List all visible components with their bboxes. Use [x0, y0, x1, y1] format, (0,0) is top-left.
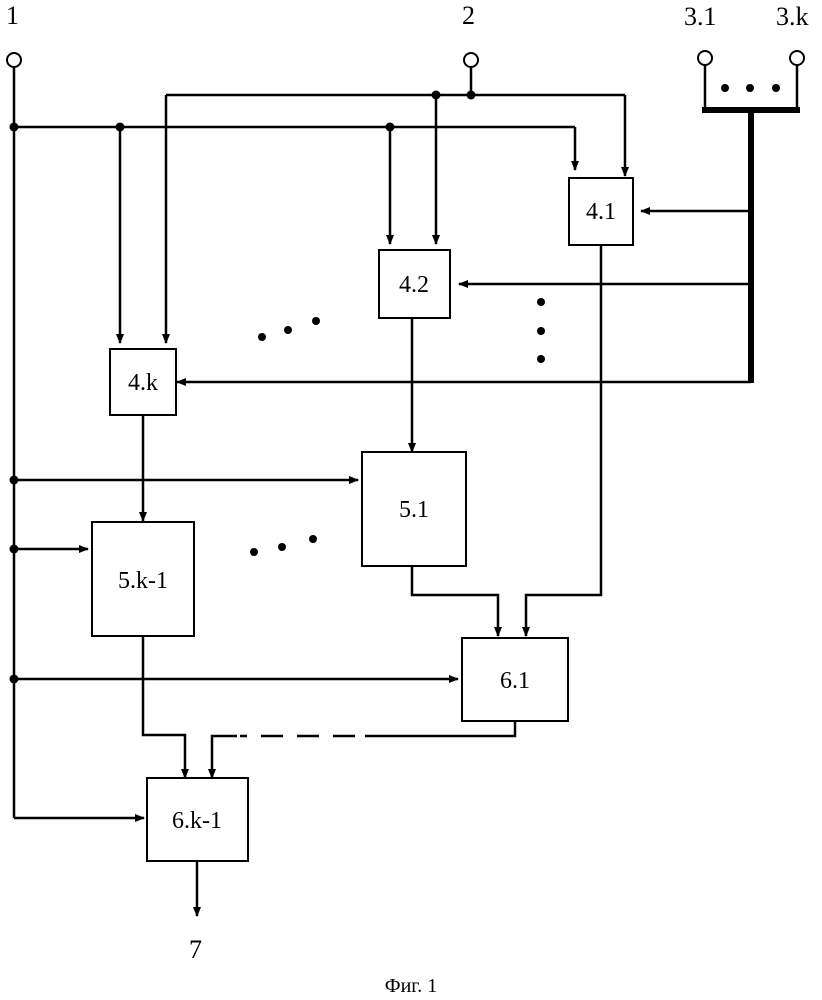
terminal-1 [7, 53, 21, 67]
terminal-2-label: 2 [462, 1, 475, 30]
terminal-2 [464, 53, 478, 67]
block-6-1-label: 6.1 [500, 668, 530, 694]
terminal-3-1 [698, 51, 712, 65]
output-7-label: 7 [189, 935, 202, 964]
terminal-3-k-label: 3.k [776, 2, 809, 31]
block-4-1-label: 4.1 [586, 199, 616, 225]
block-4-2-label: 4.2 [399, 272, 429, 298]
terminal-1-label: 1 [6, 1, 19, 30]
terminal-3-1-label: 3.1 [684, 2, 717, 31]
block-6-k-1-label: 6.k-1 [172, 808, 222, 834]
block-5-k-1-label: 5.k-1 [118, 568, 168, 594]
block-4-k-label: 4.k [128, 370, 158, 396]
block-5-1-label: 5.1 [399, 497, 429, 523]
input-3-bus [177, 66, 800, 383]
ellipsis-marks [250, 84, 780, 556]
junction-dots [10, 91, 476, 684]
figure-caption: Фиг. 1 [385, 975, 437, 997]
terminal-3-k [790, 51, 804, 65]
